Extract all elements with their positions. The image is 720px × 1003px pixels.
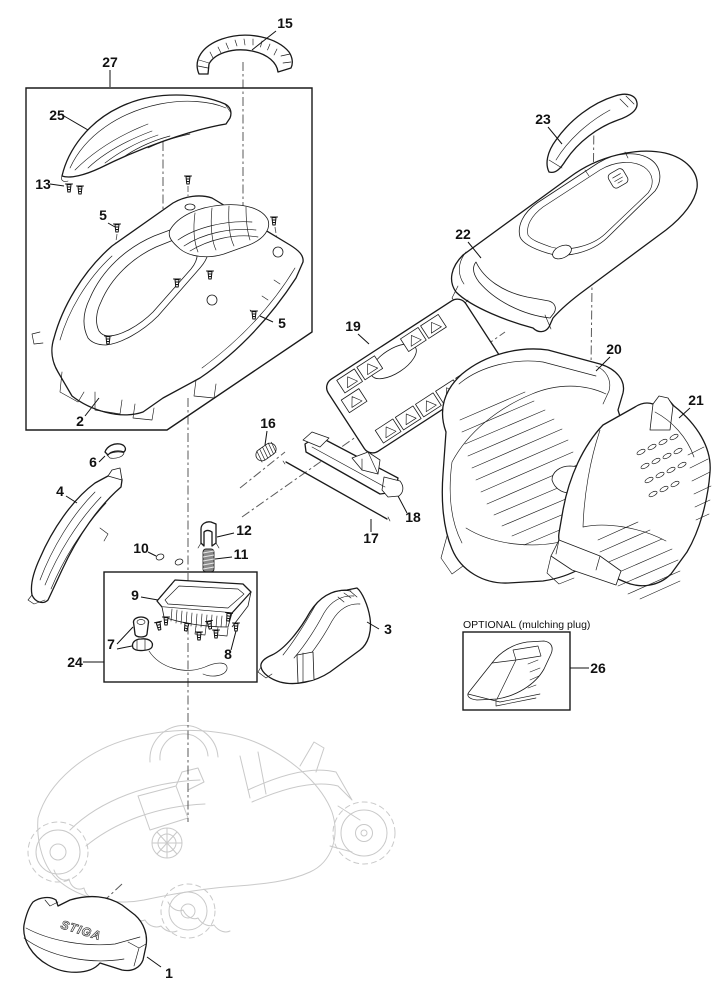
part-1-front-bumper: STIGA [23, 895, 148, 973]
leader-lines [49, 30, 691, 968]
detail-box-27 [25, 87, 313, 431]
part-12-clip [197, 521, 220, 549]
part-9-battery-tray [156, 579, 252, 637]
part-16-spring [255, 441, 277, 463]
ghost-mower-sketch [27, 724, 396, 939]
part-25-top-cover [61, 94, 232, 182]
callout-4: 4 [56, 483, 64, 499]
callout-23: 23 [535, 111, 551, 127]
callout-3: 3 [384, 621, 392, 637]
detail-box-24 [103, 571, 258, 683]
part-10-fasteners [155, 553, 184, 566]
part-4-side-deflector [27, 467, 123, 605]
callout-5b: 5 [278, 315, 286, 331]
callout-1: 1 [165, 965, 173, 981]
callout-5a: 5 [99, 207, 107, 223]
callout-17: 17 [363, 530, 379, 546]
callout-7: 7 [107, 636, 115, 652]
callout-16: 16 [260, 415, 276, 431]
optional-box-title: OPTIONAL (mulching plug) [463, 619, 590, 631]
part-15-handle-guard [196, 34, 293, 75]
callout-6: 6 [89, 454, 97, 470]
part-17-rod [282, 460, 391, 522]
part-22-rear-cover [450, 150, 698, 333]
part-7-plug-and-grommet [131, 616, 228, 677]
callout-21: 21 [688, 392, 704, 408]
part-21-grass-catcher-upper [546, 395, 712, 600]
callout-11: 11 [234, 546, 249, 562]
callout-25: 25 [49, 107, 65, 123]
detail-box-26 [462, 631, 571, 711]
callout-15: 15 [277, 15, 293, 31]
part-2-chassis-cover [31, 195, 304, 421]
callout-10: 10 [133, 540, 149, 556]
callout-2: 2 [76, 413, 84, 429]
part-11-spring [202, 548, 215, 573]
optional-box: OPTIONAL (mulching plug) [462, 619, 590, 711]
callout-26: 26 [590, 660, 606, 676]
callout-9: 9 [131, 587, 139, 603]
callout-18: 18 [405, 509, 421, 525]
callout-20: 20 [606, 341, 622, 357]
callout-27: 27 [102, 54, 118, 70]
callout-24: 24 [67, 654, 83, 670]
part-26-mulching-plug [467, 640, 553, 707]
part-3-rear-flap [257, 587, 372, 685]
callout-12: 12 [236, 522, 252, 538]
callout-13: 13 [35, 176, 51, 192]
callout-8: 8 [224, 646, 232, 662]
part-18-latch-rail [302, 431, 404, 498]
part-6-cap [104, 443, 127, 459]
callout-22: 22 [455, 226, 471, 242]
callout-19: 19 [345, 318, 361, 334]
part-23-support-arm [546, 93, 638, 174]
